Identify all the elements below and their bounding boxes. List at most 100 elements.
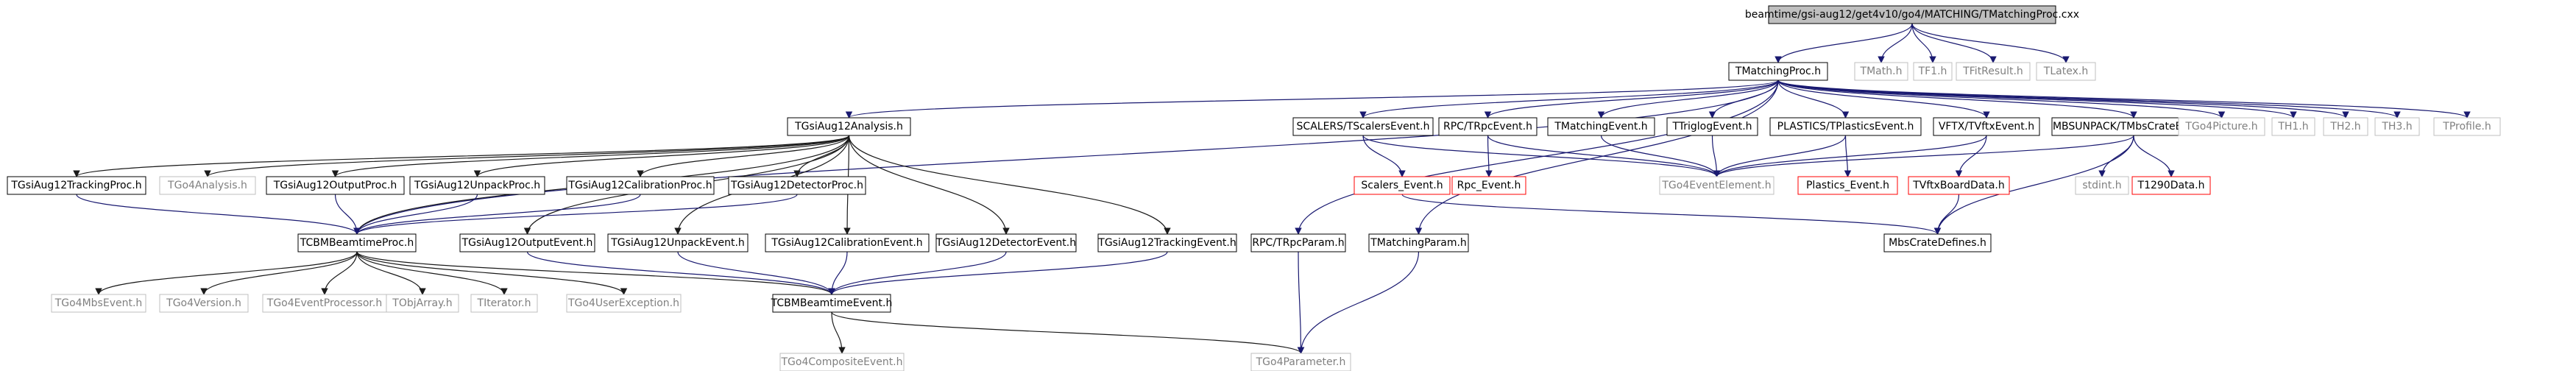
node-box-TMatchingEvent (1547, 117, 1655, 136)
node-box-RPCParam (1250, 233, 1346, 252)
edge-TMatchingParam-to-TGo4Parameter (1297, 251, 1420, 354)
node-box-TCBMProc (297, 233, 417, 252)
node-TGo4Analysis[interactable]: TGo4Analysis.h (159, 176, 256, 195)
node-TLatex[interactable]: TLatex.h (2036, 62, 2096, 81)
node-label-CalibProc: TGsiAug12CalibrationProc.h (567, 180, 712, 191)
node-RPCEvt[interactable]: RPC/TRpcEvent.h (1438, 117, 1538, 136)
edge-TCBMProc-to-TGo4Version (200, 251, 358, 295)
node-DetectorEvent[interactable]: TGsiAug12DetectorEvent.h (935, 233, 1077, 252)
node-box-SCALERS (1292, 117, 1434, 136)
node-box-CalibProc (566, 176, 715, 195)
node-TProfile[interactable]: TProfile.h (2433, 117, 2501, 136)
node-CalibEvent[interactable]: TGsiAug12CalibrationEvent.h (765, 233, 930, 252)
node-TGo4EventElement[interactable]: TGo4EventElement.h (1659, 176, 1774, 195)
node-UnpackProc[interactable]: TGsiAug12UnpackProc.h (409, 176, 545, 195)
node-OutputProc[interactable]: TGsiAug12OutputProc.h (266, 176, 405, 195)
node-layer: beamtime/gsi-aug12/get4v10/go4/MATCHING/… (7, 5, 2501, 371)
node-CalibProc[interactable]: TGsiAug12CalibrationProc.h (566, 176, 715, 195)
node-label-DetectorProc: TGsiAug12DetectorProc.h (730, 180, 863, 191)
node-TGo4CompositeEvent[interactable]: TGo4CompositeEvent.h (779, 353, 905, 371)
edge-TMatchingProc-to-RPCEvt (1484, 80, 1779, 119)
edge-TGsiAug12Analysis-to-TrackingProc (73, 135, 850, 177)
node-label-PLASTICS: PLASTICS/TPlasticsEvent.h (1777, 121, 1914, 132)
node-box-TGo4EventElement (1659, 176, 1774, 195)
node-TGo4MbsEvent[interactable]: TGo4MbsEvent.h (51, 294, 146, 313)
node-box-TH2 (2323, 117, 2368, 136)
node-label-TMatchingProc: TMatchingProc.h (1735, 66, 1821, 77)
node-TVftxBoard[interactable]: TVftxBoardData.h (1908, 176, 2010, 195)
node-PlasticsE[interactable]: Plastics_Event.h (1797, 176, 1898, 195)
node-T1290[interactable]: T1290Data.h (2131, 176, 2211, 195)
node-label-TH1: TH1.h (2277, 121, 2308, 132)
edge-VFTX-to-TVftxBoard (1955, 135, 1987, 177)
node-box-OutputEvent (459, 233, 595, 252)
node-label-OutputProc: TGsiAug12OutputProc.h (273, 180, 397, 191)
node-box-TGsiAug12Analysis (787, 117, 911, 136)
node-TGo4EventProcessor[interactable]: TGo4EventProcessor.h (262, 294, 387, 313)
node-TObjArray[interactable]: TObjArray.h (386, 294, 459, 313)
node-label-root: beamtime/gsi-aug12/get4v10/go4/MATCHING/… (1745, 9, 2079, 21)
node-label-TLatex: TLatex.h (2043, 66, 2088, 77)
node-box-TCBMEvent (772, 294, 891, 313)
node-TGo4Parameter[interactable]: TGo4Parameter.h (1250, 353, 1351, 371)
node-box-TGo4Picture (2178, 117, 2265, 136)
node-box-TGo4MbsEvent (51, 294, 146, 313)
node-SCALERS[interactable]: SCALERS/TScalersEvent.h (1292, 117, 1434, 136)
node-box-TGo4Version (159, 294, 249, 313)
node-TrackingProc[interactable]: TGsiAug12TrackingProc.h (7, 176, 146, 195)
node-stdint[interactable]: stdint.h (2075, 176, 2129, 195)
node-label-TGo4EventProcessor: TGo4EventProcessor.h (266, 297, 382, 309)
node-TGo4Version[interactable]: TGo4Version.h (159, 294, 249, 313)
node-label-TMatchingEvent: TMatchingEvent.h (1554, 121, 1647, 132)
node-root[interactable]: beamtime/gsi-aug12/get4v10/go4/MATCHING/… (1745, 5, 2079, 24)
node-TFitResult[interactable]: TFitResult.h (1956, 62, 2031, 81)
node-box-UnpackProc (409, 176, 545, 195)
node-RpcE[interactable]: Rpc_Event.h (1451, 176, 1526, 195)
node-TCBMProc[interactable]: TCBMBeamtimeProc.h (297, 233, 417, 252)
node-OutputEvent[interactable]: TGsiAug12OutputEvent.h (459, 233, 595, 252)
node-TTriglog[interactable]: TTriglogEvent.h (1666, 117, 1758, 136)
node-TGo4Picture[interactable]: TGo4Picture.h (2178, 117, 2265, 136)
node-TMatchingProc[interactable]: TMatchingProc.h (1728, 62, 1828, 81)
node-TH2[interactable]: TH2.h (2323, 117, 2368, 136)
node-UnpackEvent[interactable]: TGsiAug12UnpackEvent.h (607, 233, 749, 252)
node-label-DetectorEvent: TGsiAug12DetectorEvent.h (935, 237, 1076, 249)
node-TMatchingParam[interactable]: TMatchingParam.h (1368, 233, 1469, 252)
node-box-TH1 (2271, 117, 2315, 136)
node-TrackingEvent[interactable]: TGsiAug12TrackingEvent.h (1097, 233, 1237, 252)
node-label-TGo4Picture: TGo4Picture.h (2184, 121, 2257, 132)
edge-root-to-TLatex (1911, 23, 2070, 63)
edge-PLASTICS-to-TGo4EventElement (1713, 135, 1847, 177)
edge-TMatchingProc-to-TH2 (1777, 80, 2349, 119)
node-ScalersE[interactable]: Scalers_Event.h (1354, 176, 1451, 195)
node-RPCParam[interactable]: RPC/TRpcParam.h (1250, 233, 1346, 252)
node-TGsiAug12Analysis[interactable]: TGsiAug12Analysis.h (787, 117, 911, 136)
edge-MBSUNPACK-to-TGo4EventElement (1713, 135, 2134, 177)
edge-TMatchingProc-to-MBSUNPACK (1777, 80, 2137, 119)
node-label-MBSUNPACK: MBSUNPACK/TMbsCrateEvent.h (2053, 121, 2215, 132)
node-label-UnpackEvent: TGsiAug12UnpackEvent.h (610, 237, 745, 249)
node-TH3[interactable]: TH3.h (2374, 117, 2420, 136)
node-TF1[interactable]: TF1.h (1913, 62, 1953, 81)
node-TGo4UserException[interactable]: TGo4UserException.h (566, 294, 682, 313)
node-label-TObjArray: TObjArray.h (392, 297, 452, 309)
node-TIterator[interactable]: TIterator.h (470, 294, 538, 313)
edge-TCBMProc-to-TGo4UserException (356, 251, 628, 295)
node-TCBMEvent[interactable]: TCBMBeamtimeEvent.h (771, 294, 893, 313)
edge-TGsiAug12Analysis-to-OutputProc (331, 135, 850, 177)
node-TMath[interactable]: TMath.h (1854, 62, 1908, 81)
node-TMatchingEvent[interactable]: TMatchingEvent.h (1547, 117, 1655, 136)
node-box-TFitResult (1956, 62, 2031, 81)
edge-root-to-TMath (1878, 23, 1913, 63)
node-VFTX[interactable]: VFTX/TVftxEvent.h (1933, 117, 2040, 136)
node-PLASTICS[interactable]: PLASTICS/TPlasticsEvent.h (1769, 117, 1922, 136)
node-box-TProfile (2433, 117, 2501, 136)
edge-TMatchingProc-to-TProfile (1777, 80, 2471, 119)
node-box-OutputProc (266, 176, 405, 195)
node-TH1[interactable]: TH1.h (2271, 117, 2315, 136)
node-DetectorProc[interactable]: TGsiAug12DetectorProc.h (728, 176, 866, 195)
node-MbsCrate[interactable]: MbsCrateDefines.h (1883, 233, 1992, 252)
node-box-TGo4Analysis (159, 176, 256, 195)
edge-DetectorEvent-to-TCBMEvent (828, 251, 1007, 295)
node-label-TGo4CompositeEvent: TGo4CompositeEvent.h (780, 356, 902, 368)
